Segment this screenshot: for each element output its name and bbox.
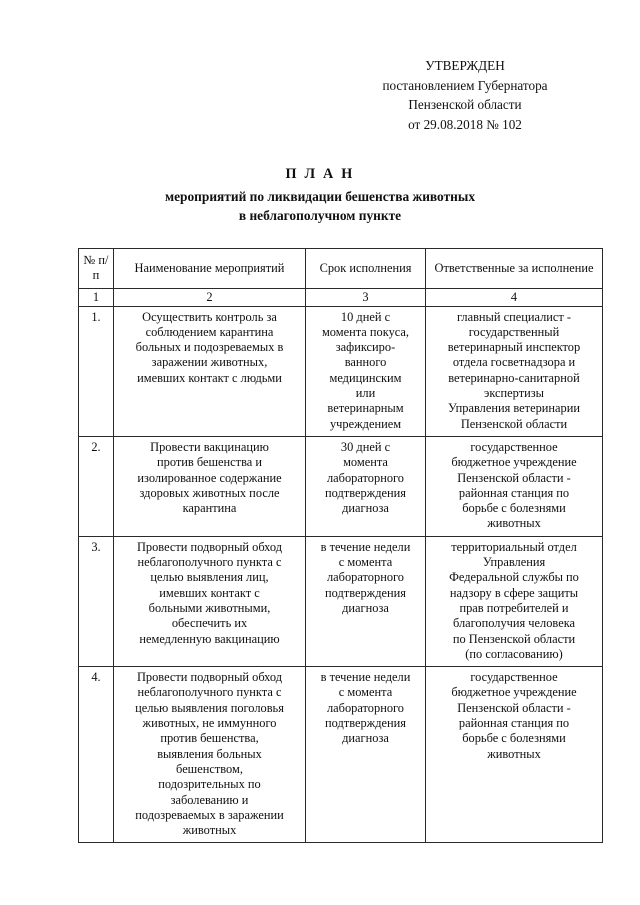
- row-number: 1.: [78, 305, 114, 437]
- header-deadline-line-2: исполнения: [349, 260, 412, 275]
- header-cell-responsible: Ответственные за исполнение: [425, 248, 603, 289]
- table-column-number-row: 1 2 3 4: [78, 287, 603, 307]
- row-number: 2.: [78, 435, 114, 537]
- column-number-3: 3: [305, 287, 426, 307]
- title-subtitle-line-1: мероприятий по ликвидации бешенства живо…: [164, 189, 476, 204]
- header-cell-measure: Наименование мероприятий: [113, 248, 306, 289]
- header-responsible-line-2: за исполнение: [518, 260, 594, 275]
- row-number: 3.: [78, 535, 114, 668]
- plan-table-wrapper: № п/п Наименование мероприятий Срок испо…: [78, 248, 603, 844]
- plan-table: № п/п Наименование мероприятий Срок испо…: [78, 248, 603, 844]
- column-number-4: 4: [425, 287, 603, 307]
- header-measure-line-1: Наименование: [134, 260, 212, 275]
- approval-line-2: постановлением Губернатора: [382, 77, 548, 93]
- approval-block: УТВЕРЖДЕН постановлением Губернатора Пен…: [330, 56, 600, 134]
- approval-line-3: Пензенской области: [408, 97, 522, 112]
- header-cell-deadline: Срок исполнения: [305, 248, 426, 289]
- header-cell-number: № п/п: [78, 248, 114, 289]
- header-number-line-1: №: [83, 253, 96, 267]
- document-title: П Л А Н мероприятий по ликвидации бешенс…: [70, 165, 570, 225]
- row-number: 4.: [78, 666, 114, 844]
- column-number-2: 2: [113, 287, 306, 307]
- title-subtitle-line-2: в неблагополучном пункте: [238, 208, 402, 223]
- title-main: П Л А Н: [285, 166, 355, 182]
- table-header-row: № п/п Наименование мероприятий Срок испо…: [78, 248, 603, 289]
- header-number-line-2: п/п: [92, 253, 109, 283]
- header-responsible-line-1: Ответственные: [434, 260, 516, 275]
- approval-line-4: от 29.08.2018 № 102: [408, 116, 522, 132]
- column-number-1: 1: [78, 287, 114, 307]
- approval-line-1: УТВЕРЖДЕН: [425, 58, 505, 73]
- header-measure-line-2: мероприятий: [214, 260, 285, 275]
- header-deadline-line-1: Срок: [319, 260, 347, 275]
